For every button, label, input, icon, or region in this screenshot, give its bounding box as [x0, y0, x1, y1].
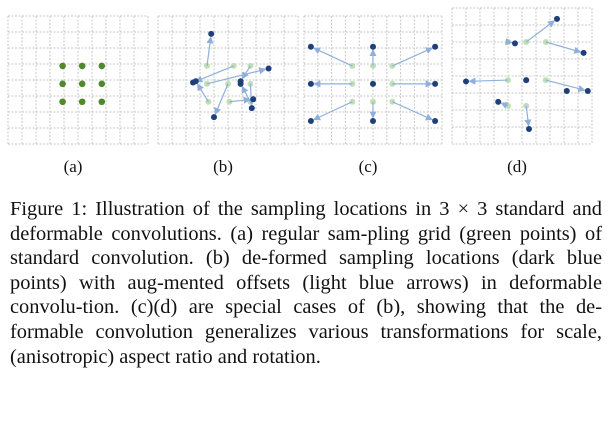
regular-sampling-point: [98, 98, 106, 106]
deformed-sampling-point: [250, 96, 257, 103]
offset-arrow: [229, 96, 251, 104]
regular-sampling-point: [78, 98, 86, 106]
offset-arrow: [312, 101, 353, 121]
regular-sampling-point: [59, 62, 66, 70]
deformed-sampling-point: [211, 114, 217, 121]
deformed-sampling-point: [208, 30, 215, 37]
offset-arrow: [524, 105, 532, 127]
offset-arrow: [545, 79, 586, 93]
deformed-sampling-point: [307, 43, 314, 50]
offset-arrow: [241, 85, 251, 103]
offset-arrow: [468, 77, 509, 85]
deformed-sampling-point: [307, 117, 314, 124]
deformed-sampling-point: [554, 15, 560, 22]
deformed-sampling-point: [370, 80, 376, 87]
deformed-sampling-point: [432, 80, 439, 87]
deformed-sampling-point: [370, 43, 376, 50]
offset-arrow: [214, 83, 229, 115]
offset-arrow: [392, 47, 434, 67]
deformed-sampling-point: [307, 80, 314, 87]
offset-arrow: [195, 65, 234, 83]
deformed-sampling-point: [463, 78, 469, 85]
offset-arrow: [392, 101, 434, 121]
panel-b: [157, 15, 299, 145]
figure-caption: Figure 1: Illustration of the sampling l…: [10, 198, 602, 368]
deformed-sampling-point: [192, 78, 199, 85]
deformed-sampling-point: [265, 65, 272, 72]
deformed-sampling-point: [432, 117, 439, 124]
deformed-sampling-point: [584, 87, 591, 94]
offset-arrow: [206, 36, 214, 66]
deformed-sampling-point: [523, 77, 530, 84]
offset-arrow: [206, 67, 267, 85]
deformed-sampling-point: [432, 43, 439, 50]
panel-a: [7, 15, 149, 145]
regular-sampling-point: [98, 80, 106, 88]
offset-arrow: [197, 83, 209, 103]
offset-arrow: [545, 41, 582, 54]
panel-c: [303, 15, 443, 145]
panel-a-label: (a): [63, 157, 83, 176]
offset-arrow: [312, 47, 353, 67]
regular-sampling-point: [59, 98, 66, 106]
deformed-sampling-point: [526, 126, 532, 133]
offset-arrow: [525, 20, 556, 43]
panel-d: [451, 7, 593, 145]
figure-panels: [7, 7, 593, 145]
regular-sampling-point: [98, 62, 106, 70]
panel-d-label: (d): [507, 157, 527, 176]
deformed-sampling-point: [370, 117, 376, 124]
deformed-sampling-point: [495, 98, 502, 105]
regular-sampling-point: [78, 80, 86, 88]
deformed-sampling-point: [563, 87, 570, 94]
offset-arrow: [241, 65, 251, 80]
regular-sampling-point: [59, 80, 66, 88]
deformed-sampling-point: [512, 40, 518, 47]
offset-arrow: [504, 38, 513, 46]
deformed-sampling-point: [248, 105, 255, 112]
deformed-sampling-point: [580, 49, 587, 56]
offset-arrow: [500, 102, 509, 109]
panel-c-label: (c): [358, 157, 378, 176]
panel-b-label: (b): [213, 157, 233, 176]
deformed-sampling-point: [237, 80, 244, 87]
regular-sampling-point: [78, 62, 86, 70]
